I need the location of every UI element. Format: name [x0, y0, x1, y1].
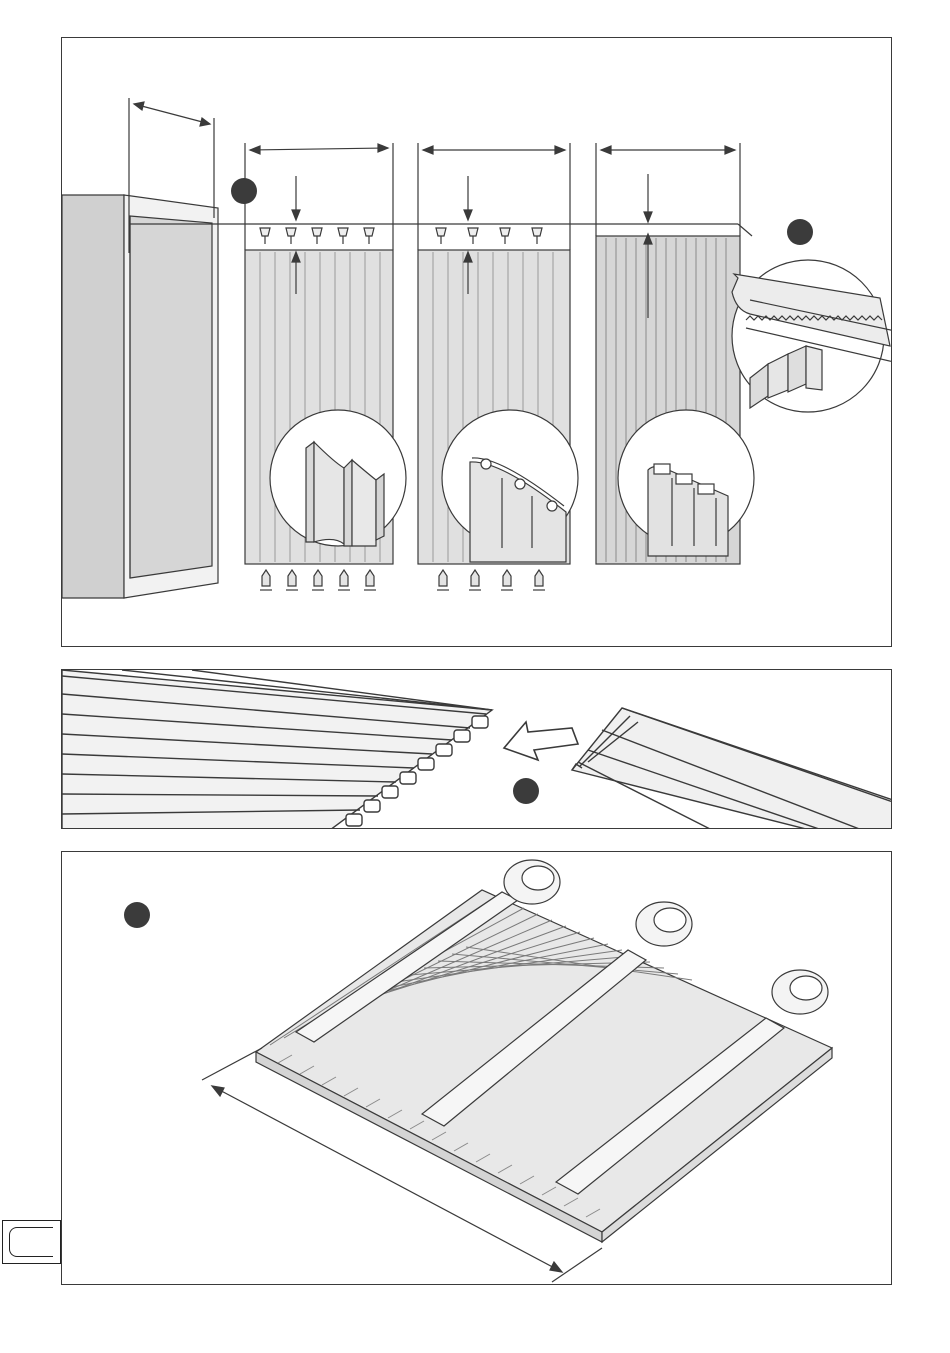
step-marker-3: [513, 778, 539, 804]
insertion-arrow: [504, 722, 578, 760]
join-panels-panel: [61, 669, 892, 829]
tape-panels-panel: [61, 851, 892, 1285]
window-frame: [62, 195, 218, 598]
measure-and-cut-panel: [61, 37, 892, 647]
page-edge-tab: [2, 1220, 61, 1264]
step-marker-4: [124, 902, 150, 928]
saw-cut-detail-circle: [732, 260, 892, 412]
tape-panels-illustration: [62, 852, 892, 1285]
page-tab-symbol: [9, 1227, 53, 1257]
measure-and-cut-illustration: [62, 38, 892, 647]
step-marker-2: [787, 219, 813, 245]
profile-detail-circle-a: [270, 410, 406, 546]
assembled-cover: [256, 890, 832, 1242]
new-panel-section: [572, 708, 892, 829]
end-caps-bottom: [260, 570, 545, 590]
assembled-panel-section: [62, 670, 492, 829]
join-panels-illustration: [62, 670, 892, 829]
step-marker-1: [231, 178, 257, 204]
end-caps-top: [260, 228, 542, 244]
